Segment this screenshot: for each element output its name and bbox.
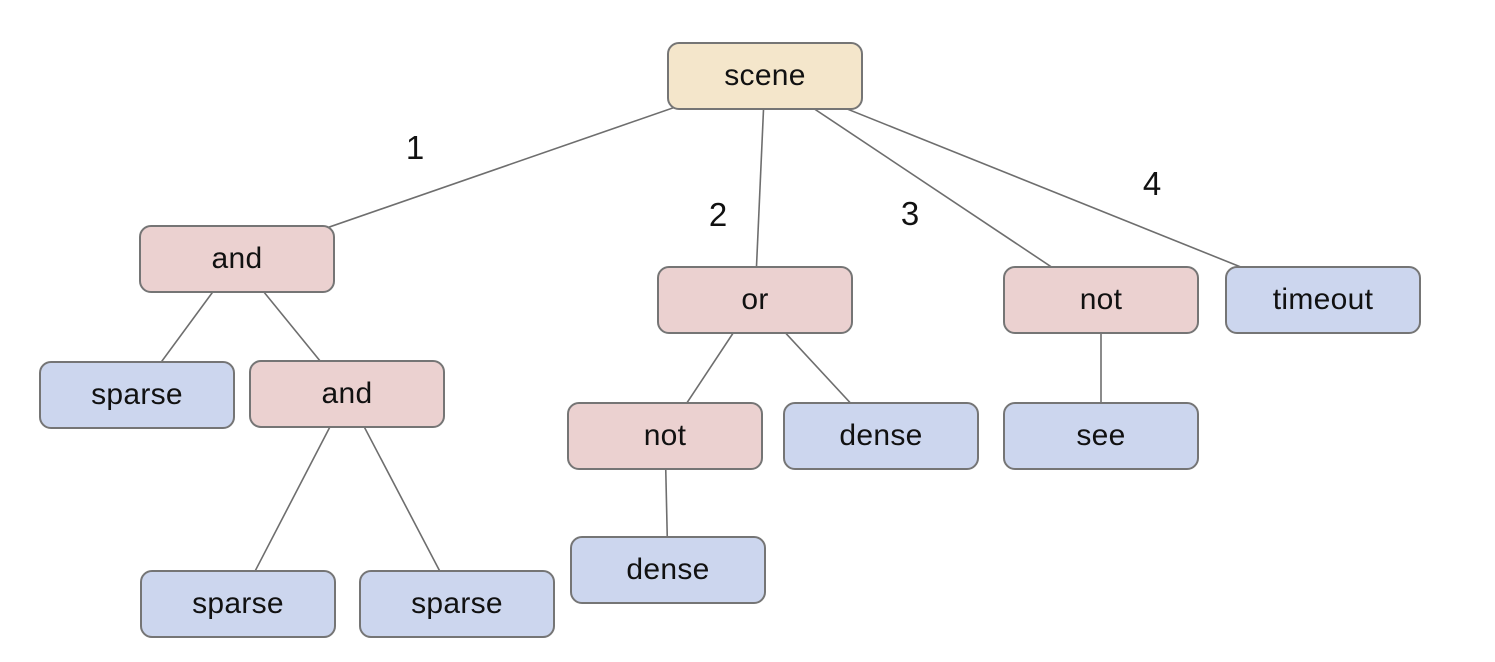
edge-scene-or (754, 75, 766, 301)
node-scene: scene (667, 42, 863, 110)
edge-and2-sparse (237, 393, 348, 605)
edge-scene-not (764, 75, 1102, 301)
node-sparse-3: sparse (359, 570, 555, 638)
edge-label-2: 2 (708, 196, 728, 233)
edge-label-1: 1 (405, 129, 425, 166)
edge-label-3: 3 (900, 195, 920, 232)
node-sparse: sparse (39, 361, 235, 429)
node-see: see (1003, 402, 1199, 470)
node-dense-under-or: dense (783, 402, 979, 470)
node-timeout: timeout (1225, 266, 1421, 334)
edge-scene-timeout (764, 75, 1324, 301)
node-and: and (139, 225, 335, 293)
node-and-nested: and (249, 360, 445, 428)
edge-label-4: 4 (1142, 165, 1162, 202)
node-dense-2: dense (570, 536, 766, 604)
node-not: not (1003, 266, 1199, 334)
node-not-under-or: not (567, 402, 763, 470)
edge-and2-sparse2 (346, 393, 458, 605)
node-sparse-2: sparse (140, 570, 336, 638)
node-or: or (657, 266, 853, 334)
